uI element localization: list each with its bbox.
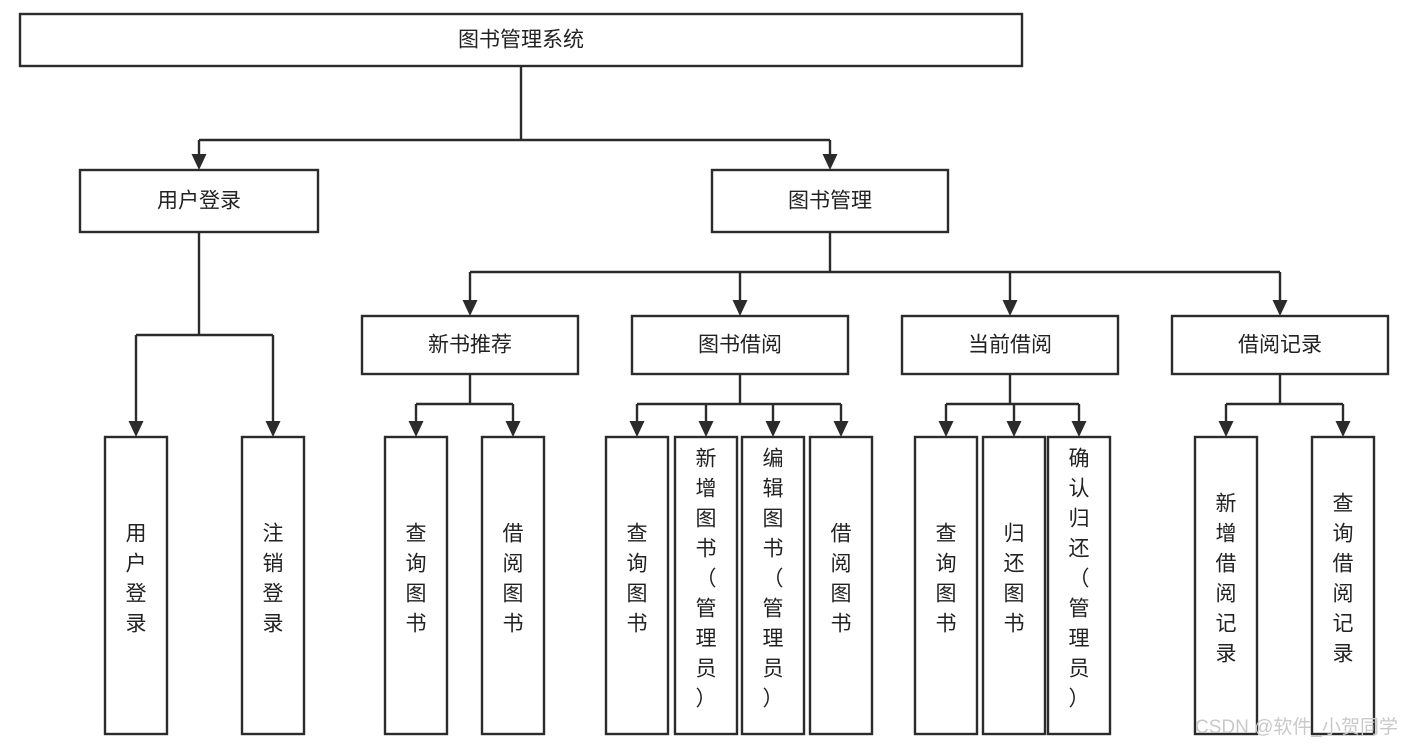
borrow-record-to-leaves-branch-0-arrowhead (1218, 421, 1234, 437)
csdn-watermark: CSDN @软件_小贺同学 (1195, 716, 1398, 738)
node-new-book-recommend[interactable]: 新书推荐 (360, 314, 580, 376)
node-layer: 图书管理系统用户登录图书管理新书推荐图书借阅当前借阅借阅记录用户登录注销登录查询… (18, 12, 1390, 736)
node-box-borrow-record (1170, 314, 1390, 376)
new-book-recommend-to-leaves-branch-1-arrowhead (505, 421, 521, 437)
node-box-leaf-user-login (103, 435, 169, 736)
node-leaf-borrow-book-1[interactable]: 借阅图书 (480, 435, 546, 736)
node-borrow-record[interactable]: 借阅记录 (1170, 314, 1390, 376)
node-label-leaf-borrow-book-1: 借阅图书 (503, 523, 524, 636)
bookmanage-to-level2-branch-3-arrowhead (1272, 300, 1288, 316)
node-box-book-borrow (630, 314, 850, 376)
node-root[interactable]: 图书管理系统 (18, 12, 1024, 68)
node-leaf-logout[interactable]: 注销登录 (240, 435, 306, 736)
userlogin-to-leaves-branch-0-arrowhead (128, 421, 144, 437)
bookmanage-to-level2-branch-2-arrowhead (1002, 300, 1018, 316)
node-label-leaf-borrow-book-2: 借阅图书 (831, 523, 852, 636)
node-label-new-book-recommend: 新书推荐 (428, 334, 512, 357)
node-leaf-query-record[interactable]: 查询借阅记录 (1310, 435, 1376, 736)
node-box-leaf-logout (240, 435, 306, 736)
node-leaf-borrow-book-2[interactable]: 借阅图书 (808, 435, 874, 736)
node-current-borrow[interactable]: 当前借阅 (900, 314, 1120, 376)
borrow-record-to-leaves-branch-1-arrowhead (1335, 421, 1351, 437)
node-label-leaf-user-login: 用户登录 (126, 523, 147, 636)
node-book-manage[interactable]: 图书管理 (710, 168, 950, 234)
node-box-leaf-borrow-book-1 (480, 435, 546, 736)
node-box-leaf-confirm-return (1046, 435, 1112, 736)
node-leaf-add-book[interactable]: 新增图书（管理员） (673, 435, 739, 736)
userlogin-to-leaves-branch-1-arrowhead (265, 421, 281, 437)
node-label-current-borrow: 当前借阅 (968, 334, 1052, 357)
node-label-book-manage: 图书管理 (788, 190, 872, 213)
node-box-leaf-query-record (1310, 435, 1376, 736)
node-leaf-add-record[interactable]: 新增借阅记录 (1193, 435, 1259, 736)
node-box-leaf-return-book (981, 435, 1047, 736)
node-label-leaf-query-book-1: 查询图书 (406, 523, 427, 636)
book-borrow-to-leaves-branch-3-arrowhead (833, 421, 849, 437)
node-label-leaf-query-record: 查询借阅记录 (1333, 493, 1354, 666)
node-box-new-book-recommend (360, 314, 580, 376)
node-label-book-borrow: 图书借阅 (698, 334, 782, 357)
current-borrow-to-leaves-branch-2-arrowhead (1071, 421, 1087, 437)
node-box-leaf-borrow-book-2 (808, 435, 874, 736)
new-book-recommend-to-leaves-branch-0-arrowhead (408, 421, 424, 437)
node-box-root (18, 12, 1024, 68)
current-borrow-to-leaves-branch-0-arrowhead (938, 421, 954, 437)
node-box-current-borrow (900, 314, 1120, 376)
book-borrow-to-leaves-branch-1-arrowhead (698, 421, 714, 437)
book-borrow-to-leaves-branch-0-arrowhead (629, 421, 645, 437)
node-label-leaf-edit-book: 编辑图书（管理员） (763, 448, 784, 711)
root-to-level1-branch-0-arrowhead (191, 154, 207, 170)
book-borrow-to-leaves-branch-2-arrowhead (765, 421, 781, 437)
node-label-leaf-confirm-return: 确认归还（管理员） (1069, 448, 1090, 711)
node-label-user-login: 用户登录 (157, 190, 241, 213)
connector-layer (128, 66, 1351, 437)
node-box-leaf-add-book (673, 435, 739, 736)
node-label-root: 图书管理系统 (458, 29, 584, 52)
node-box-leaf-query-book-2 (604, 435, 670, 736)
node-label-leaf-query-book-3: 查询图书 (936, 523, 957, 636)
node-user-login[interactable]: 用户登录 (78, 168, 320, 234)
node-leaf-user-login[interactable]: 用户登录 (103, 435, 169, 736)
node-label-leaf-logout: 注销登录 (263, 523, 284, 636)
node-leaf-return-book[interactable]: 归还图书 (981, 435, 1047, 736)
node-box-leaf-query-book-3 (913, 435, 979, 736)
bookmanage-to-level2-branch-1-arrowhead (732, 300, 748, 316)
current-borrow-to-leaves-branch-1-arrowhead (1006, 421, 1022, 437)
node-box-leaf-query-book-1 (383, 435, 449, 736)
node-box-book-manage (710, 168, 950, 234)
node-label-borrow-record: 借阅记录 (1238, 334, 1322, 357)
node-label-leaf-return-book: 归还图书 (1004, 523, 1025, 636)
node-leaf-confirm-return[interactable]: 确认归还（管理员） (1046, 435, 1112, 736)
node-leaf-edit-book[interactable]: 编辑图书（管理员） (740, 435, 806, 736)
node-label-leaf-query-book-2: 查询图书 (627, 523, 648, 636)
bookmanage-to-level2-branch-0-arrowhead (462, 300, 478, 316)
node-box-user-login (78, 168, 320, 234)
node-label-leaf-add-record: 新增借阅记录 (1216, 493, 1237, 666)
node-leaf-query-book-2[interactable]: 查询图书 (604, 435, 670, 736)
node-leaf-query-book-3[interactable]: 查询图书 (913, 435, 979, 736)
node-box-leaf-add-record (1193, 435, 1259, 736)
node-book-borrow[interactable]: 图书借阅 (630, 314, 850, 376)
node-label-leaf-add-book: 新增图书（管理员） (696, 448, 717, 711)
root-to-level1-branch-1-arrowhead (822, 154, 838, 170)
node-leaf-query-book-1[interactable]: 查询图书 (383, 435, 449, 736)
node-box-leaf-edit-book (740, 435, 806, 736)
